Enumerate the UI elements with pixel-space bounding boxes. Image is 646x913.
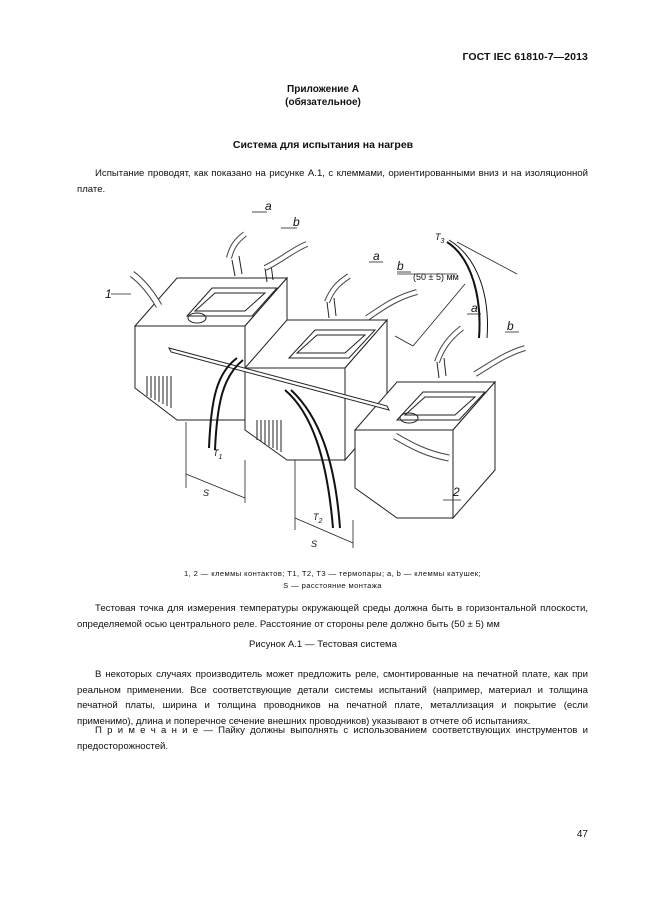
figure-legend: 1, 2 — клеммы контактов; T1, T2, T3 — те… <box>77 568 588 591</box>
note-text: — Пайку должны выполнять с использование… <box>77 725 588 752</box>
thermocouple-wires <box>208 239 488 529</box>
note-label: П р и м е ч а н и е <box>95 725 199 736</box>
label-distance: (50 ± 5) мм <box>413 272 459 282</box>
page-number: 47 <box>576 829 588 840</box>
test-system-drawing: a b 1 a b a b 2 (50 ± 5) мм T1 T2 T3 S S <box>105 199 526 549</box>
label-t2: T2 <box>313 512 323 525</box>
label-b-right: b <box>507 319 514 333</box>
label-t1: T1 <box>213 448 223 461</box>
annex-heading: Приложение А (обязательное) <box>0 83 646 109</box>
relay-right <box>353 325 526 520</box>
paragraph-intro-text: Испытание проводят, как показано на рису… <box>77 168 588 195</box>
dimension-lines <box>185 241 518 548</box>
section-title: Система для испытания на нагрев <box>232 139 414 151</box>
paragraph-test-point: Тестовая точка для измерения температуры… <box>77 601 588 632</box>
label-b-centre: b <box>397 259 404 273</box>
label-1: 1 <box>105 287 112 301</box>
paragraph-test-point-text: Тестовая точка для измерения температуры… <box>77 603 588 630</box>
figure-test-system: a b 1 a b a b 2 (50 ± 5) мм T1 T2 T3 S S <box>77 198 588 566</box>
figure-caption: Рисунок А.1 — Тестовая система <box>249 639 397 650</box>
label-2: 2 <box>452 485 460 499</box>
standard-code: ГОСТ IEC 61810-7—2013 <box>462 51 588 63</box>
figure-legend-line2: S — расстояние монтажа <box>283 580 382 590</box>
annex-title: Приложение А <box>287 84 359 95</box>
paragraph-pcb: В некоторых случаях производитель может … <box>77 667 588 729</box>
label-a-centre: a <box>373 249 380 263</box>
figure-legend-line1: 1, 2 — клеммы контактов; T1, T2, T3 — те… <box>184 569 481 578</box>
paragraph-intro: Испытание проводят, как показано на рису… <box>77 166 588 197</box>
paragraph-pcb-text: В некоторых случаях производитель может … <box>77 669 588 727</box>
annex-status: (обязательное) <box>285 97 361 108</box>
label-a-left: a <box>265 199 272 213</box>
paragraph-note: П р и м е ч а н и е — Пайку должны выпол… <box>77 723 588 754</box>
label-t3: T3 <box>435 232 445 245</box>
label-s-left: S <box>203 488 209 498</box>
label-b-left: b <box>293 215 300 229</box>
label-a-right: a <box>471 301 478 315</box>
label-s-centre: S <box>311 539 317 549</box>
